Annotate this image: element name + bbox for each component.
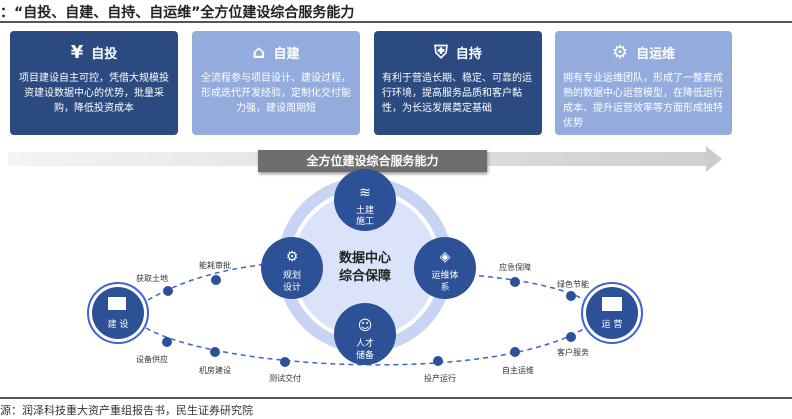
gear-icon: ⚙ (611, 41, 629, 63)
step-label: 机房建设 (199, 365, 231, 375)
step-label: 绿色节能 (557, 279, 589, 289)
card-title: 自运维 (636, 46, 676, 62)
node-bottom-line2: 储备 (356, 349, 374, 361)
center-line1: 数据中心 (339, 250, 391, 266)
node-circles (261, 169, 476, 365)
build-label: 建 设 (108, 318, 129, 330)
people-icon: ☺ (358, 318, 373, 334)
card-title: 自持 (455, 46, 482, 62)
yen-icon: ¥ (70, 41, 84, 63)
card-body: 全流程参与项目设计、建设过程，形成迭代开发经验，定制化交付能力强，建设周期短 (201, 73, 351, 114)
cloud-server-icon (602, 297, 622, 311)
source-note: 源：润泽科技重大资产重组报告书，民生证券研究院 (0, 404, 253, 417)
build-endpoint: 建 设 (87, 282, 149, 344)
node-right-line2: 系 (440, 282, 449, 293)
card-self-hold: ⛨ 自持 有利于营造长期、稳定、可靠的运行环境，提高服务品质和客户黏性，为长远发展… (374, 31, 542, 135)
card-body: 项目建设自主可控，凭借大规模投资建设数据中心的优势，批量采购，降低投资成本 (19, 73, 169, 114)
layers-icon: ≋ (359, 185, 371, 201)
card-self-operate: ⚙ 自运维 拥有专业运维团队，形成了一整套成熟的数据中心运营模型，在降低运行成本、… (555, 31, 732, 135)
center-line2: 综合保障 (339, 268, 391, 284)
arrow-head-icon (706, 146, 722, 172)
handshake-icon: ◈ (440, 249, 451, 265)
step-label: 自主运维 (502, 365, 534, 375)
step-dots (162, 275, 576, 367)
node-left-line2: 设计 (283, 281, 301, 293)
shield-plus-icon: ⛨ (434, 41, 448, 63)
card-title: 自投 (91, 46, 118, 62)
building-icon (108, 297, 126, 310)
operate-endpoint: 运 营 (581, 282, 643, 344)
operate-label: 运 营 (602, 318, 623, 330)
node-bottom-line1: 人才 (356, 337, 374, 349)
step-label: 设备供应 (136, 354, 168, 364)
step-label: 应急保障 (499, 262, 531, 272)
card-body: 拥有专业运维团队，形成了一整套成熟的数据中心运营模型，在降低运行成本、提升运营效… (563, 73, 723, 129)
step-label: 获取土地 (136, 273, 168, 283)
step-label: 投产运行 (424, 373, 456, 383)
page-title: ：“自投、自建、自持、自运维”全方位建设综合服务能力 (0, 5, 355, 21)
card-title: 自建 (273, 46, 300, 62)
step-label: 能耗审批 (199, 260, 231, 270)
title-underline (0, 21, 792, 23)
card-self-build: ⌂ 自建 全流程参与项目设计、建设过程，形成迭代开发经验，定制化交付能力强，建设周… (192, 31, 360, 135)
footer-divider (0, 397, 792, 399)
step-label: 客户服务 (557, 347, 589, 357)
step-label: 测试交付 (269, 373, 301, 383)
factory-icon: ⚙ (286, 249, 299, 265)
card-body: 有利于营造长期、稳定、可靠的运行环境，提高服务品质和客户黏性，为长远发展奠定基础 (382, 73, 532, 114)
node-right-line1: 运维体 (431, 269, 458, 281)
node-top-line1: 土建 (356, 204, 374, 216)
node-left-line1: 规划 (283, 269, 301, 281)
building-icon: ⌂ (252, 41, 266, 63)
card-self-invest: ¥ 自投 项目建设自主可控，凭借大规模投资建设数据中心的优势，批量采购，降低投资成… (10, 31, 178, 135)
band-label: 全方位建设综合服务能力 (258, 150, 487, 172)
node-top-line2: 施工 (356, 215, 374, 227)
